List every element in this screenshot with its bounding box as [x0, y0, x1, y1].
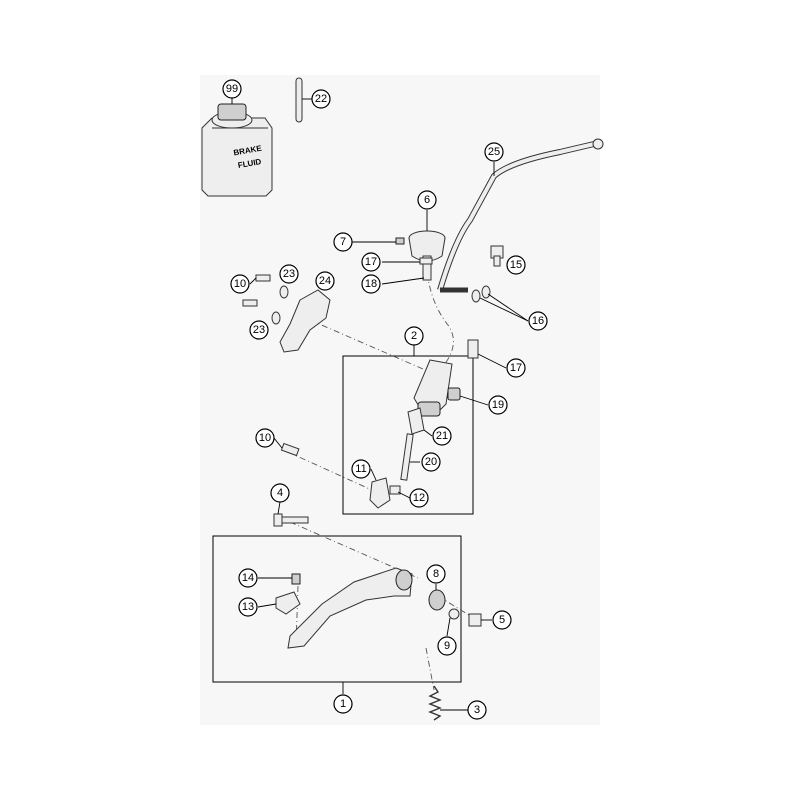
callout-22-label: 22 [315, 93, 327, 105]
callout-3-label: 3 [474, 704, 480, 716]
assembly-lines [287, 259, 478, 691]
hose-clamp-part [419, 257, 433, 265]
callout-25: 25 [484, 142, 504, 162]
washers-part [271, 285, 289, 325]
nut-12-part [389, 485, 401, 495]
callout-7: 7 [333, 232, 353, 252]
brake-fluid-bottle: BRAKE FLUID [201, 103, 273, 197]
callout-23-upper-label: 23 [283, 268, 295, 280]
callout-23-upper: 23 [279, 264, 299, 284]
callout-16-label: 16 [532, 315, 544, 327]
nut-5-part [468, 613, 482, 627]
callout-24-label: 24 [319, 275, 331, 287]
sealing-rings-part [471, 285, 491, 303]
callout-6-label: 6 [424, 194, 430, 206]
callout-20-label: 20 [425, 456, 437, 468]
callout-19: 19 [488, 395, 508, 415]
callout-13: 13 [238, 597, 258, 617]
cable-tie-part [295, 77, 303, 123]
assembly-box-2 [342, 355, 474, 515]
callout-23-lower-label: 23 [253, 324, 265, 336]
callout-10-lower: 10 [255, 428, 275, 448]
screw-7-part [395, 237, 405, 245]
heat-shield-part [279, 289, 331, 353]
callout-15-label: 15 [510, 259, 522, 271]
callout-20: 20 [421, 452, 441, 472]
callout-14: 14 [238, 568, 258, 588]
fitting-part [467, 339, 479, 359]
callout-12: 12 [409, 488, 429, 508]
callout-25-label: 25 [488, 146, 500, 158]
pedal-tip-part [275, 591, 301, 615]
pedal-screw-part [291, 573, 301, 585]
callout-12-label: 12 [413, 492, 425, 504]
callout-11: 11 [351, 459, 371, 479]
circlip-part [448, 608, 460, 620]
callout-19-label: 19 [492, 399, 504, 411]
callout-3: 3 [467, 700, 487, 720]
callout-9: 9 [437, 636, 457, 656]
callout-17-upper-label: 17 [365, 256, 377, 268]
callout-1-label: 1 [340, 698, 346, 710]
bleed-nipple-part [447, 387, 461, 401]
callout-11-label: 11 [355, 463, 366, 475]
bushing-part [428, 589, 446, 611]
callout-17-upper: 17 [361, 252, 381, 272]
bolt-lower-part [280, 442, 300, 457]
callout-2: 2 [404, 326, 424, 346]
callout-21: 21 [432, 426, 452, 446]
callout-15: 15 [506, 255, 526, 275]
callout-10-upper-label: 10 [234, 278, 246, 290]
callout-22: 22 [311, 89, 331, 109]
callout-17-right-label: 17 [510, 362, 522, 374]
bottle-label-line2: FLUID [237, 157, 262, 170]
assembly-box-1 [212, 535, 462, 683]
callout-18-label: 18 [365, 278, 377, 290]
brake-pedal-part [287, 567, 413, 649]
callout-10-upper: 10 [230, 274, 250, 294]
callout-23-lower: 23 [249, 320, 269, 340]
callout-4: 4 [270, 483, 290, 503]
callout-16: 16 [528, 311, 548, 331]
fork-head-part [369, 477, 391, 509]
banjo-bolt-part [490, 245, 504, 267]
callout-99-label: 99 [226, 83, 238, 95]
spring-part [428, 685, 442, 721]
callout-2-label: 2 [411, 330, 417, 342]
callout-5-label: 5 [499, 614, 505, 626]
callout-9-label: 9 [444, 640, 450, 652]
callout-6: 6 [417, 190, 437, 210]
master-cylinder-part [413, 359, 453, 417]
callout-21-label: 21 [436, 430, 448, 442]
callout-18: 18 [361, 274, 381, 294]
leader-lines [231, 97, 529, 711]
callout-10-lower-label: 10 [259, 432, 271, 444]
callout-1: 1 [333, 694, 353, 714]
callout-13-label: 13 [242, 601, 254, 613]
callout-7-label: 7 [340, 236, 346, 248]
callout-5: 5 [492, 610, 512, 630]
callout-14-label: 14 [242, 572, 254, 584]
reservoir-part [408, 230, 446, 281]
callout-8-label: 8 [433, 568, 439, 580]
callout-24: 24 [315, 271, 335, 291]
callout-4-label: 4 [277, 487, 283, 499]
callout-17-right: 17 [506, 358, 526, 378]
push-rod-part [400, 433, 414, 481]
callout-8: 8 [426, 564, 446, 584]
callout-99: 99 [222, 79, 242, 99]
